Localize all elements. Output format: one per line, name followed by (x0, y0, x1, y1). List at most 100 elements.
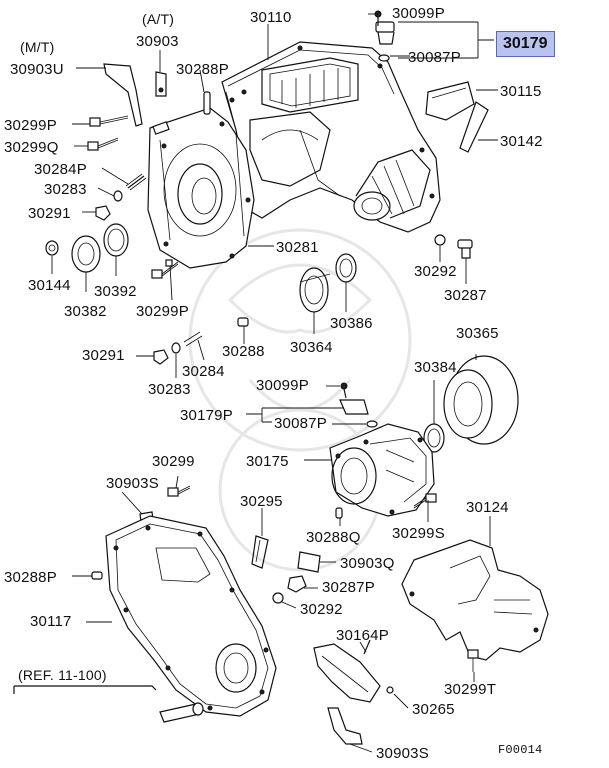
clip-30295 (251, 535, 269, 569)
label-mt-group: (M/T) (20, 39, 55, 55)
oring-30292-low (272, 592, 284, 604)
bolt-30299P-mid (151, 261, 179, 279)
bracket-30903 (155, 71, 167, 97)
label-30392: 30392 (94, 283, 137, 300)
bracket-30124 (401, 539, 549, 661)
adapter-plate-30281 (147, 107, 255, 269)
bolt-30299P-lower (165, 259, 173, 267)
label-30144: 30144 (28, 277, 71, 294)
label-30291-top: 30291 (28, 205, 71, 222)
bolt-30265 (386, 686, 394, 694)
label-30099P-top: 30099P (392, 5, 445, 22)
case-30117 (105, 515, 277, 717)
leader-lines (51, 13, 498, 753)
label-30281: 30281 (276, 239, 319, 256)
label-30386: 30386 (330, 315, 373, 332)
label-30292-top: 30292 (414, 263, 457, 280)
label-30903Q: 30903Q (340, 555, 395, 572)
label-30117: 30117 (30, 613, 72, 630)
figure-code: F00014 (498, 743, 543, 757)
label-30284: 30284 (182, 363, 225, 380)
nut-30291-top (95, 205, 111, 221)
pin-30288Q (335, 507, 343, 519)
label-30299T: 30299T (444, 681, 497, 698)
label-30179P: 30179P (180, 407, 233, 424)
pin-30288P-top (203, 91, 211, 115)
bracket-30142 (459, 101, 489, 153)
label-30299P-top: 30299P (4, 117, 57, 134)
bolt-30299-low (167, 485, 191, 497)
label-30087P-top: 30087P (408, 49, 461, 66)
bolt-30299S (413, 493, 437, 509)
label-30903S-left: 30903S (106, 475, 159, 492)
label-30903S-bottom: 30903S (376, 745, 429, 762)
bolt-30299Q (87, 137, 119, 151)
label-ref-11-100: (REF. 11-100) (18, 667, 107, 683)
washer-30283-mid (171, 342, 181, 354)
label-30288P-top: 30288P (176, 61, 229, 78)
label-30903U: 30903U (10, 61, 64, 78)
label-30299-low: 30299 (152, 453, 195, 470)
label-30299P-mid: 30299P (136, 303, 189, 320)
label-30099P-mid: 30099P (256, 377, 309, 394)
label-30110: 30110 (250, 9, 292, 26)
nut-30291-mid (153, 349, 169, 365)
label-30288Q: 30288Q (306, 529, 361, 546)
label-30287: 30287 (444, 287, 487, 304)
label-30364: 30364 (290, 339, 333, 356)
plug-30287 (457, 239, 473, 259)
label-30175: 30175 (246, 453, 289, 470)
label-30382: 30382 (64, 303, 107, 320)
bracket-30903U (103, 63, 143, 127)
label-30287P: 30287P (322, 579, 375, 596)
label-30265: 30265 (412, 701, 455, 718)
label-30292-low: 30292 (300, 601, 343, 618)
bracket-30903Q (297, 551, 321, 573)
stud-30284 (183, 331, 203, 347)
seal-30386 (335, 253, 357, 283)
label-30283-top: 30283 (44, 181, 87, 198)
bracket-30903S-bottom (327, 707, 363, 745)
watermark-emblem (188, 228, 412, 572)
pin-30288 (237, 317, 249, 327)
label-30299S: 30299S (392, 525, 445, 542)
bearing-30365 (443, 355, 519, 445)
label-30365: 30365 (456, 325, 499, 342)
label-30903-at: 30903 (136, 33, 179, 50)
label-30087P-mid: 30087P (274, 415, 327, 432)
oring-30292-top (434, 234, 446, 246)
plug-30287P (287, 575, 307, 593)
nut-30144 (45, 240, 59, 256)
label-30124: 30124 (466, 499, 509, 516)
pin-30288P-low (91, 571, 103, 580)
housing-30110 (221, 41, 441, 233)
label-30288P-low: 30288P (4, 569, 57, 586)
label-30164P: 30164P (336, 627, 389, 644)
seal-30382 (71, 235, 101, 273)
label-30284P-top: 30284P (34, 161, 87, 178)
label-30295: 30295 (240, 493, 283, 510)
shield-30164P (313, 639, 381, 703)
label-at-group: (A/T) (142, 11, 175, 27)
label-30283-mid: 30283 (148, 381, 191, 398)
gasket-30392 (103, 223, 129, 257)
bolt-30299T (467, 649, 479, 672)
highlight-30179: 30179 (496, 31, 555, 57)
label-30384: 30384 (414, 359, 457, 376)
housing-30175 (329, 423, 435, 517)
washer-30283-top (113, 190, 123, 202)
label-30288: 30288 (222, 343, 265, 360)
bearing-30364 (299, 267, 331, 313)
label-30299Q: 30299Q (4, 139, 59, 156)
sensor-30179P (339, 382, 378, 428)
cover-30115 (425, 81, 475, 121)
label-30142: 30142 (500, 133, 543, 150)
bolt-30299P-top (89, 115, 129, 127)
label-30291-mid: 30291 (82, 347, 125, 364)
label-30115: 30115 (500, 83, 542, 100)
ref-11-100-part (13, 685, 204, 723)
stud-30284P-top (125, 173, 147, 191)
sensor-30179-top (374, 10, 395, 62)
